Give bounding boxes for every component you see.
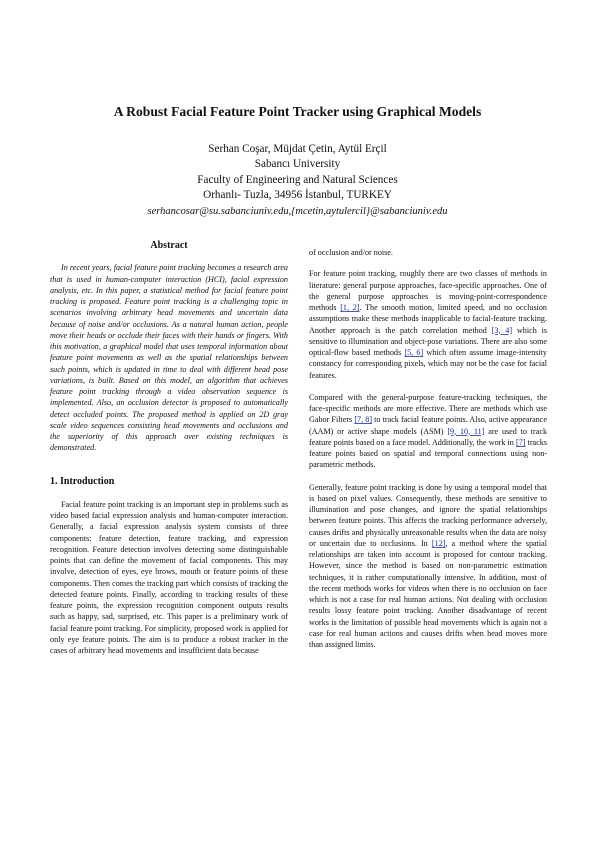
citation-link[interactable]: [9, 10, 11] xyxy=(447,426,485,436)
affiliation-faculty: Faculty of Engineering and Natural Scien… xyxy=(197,173,398,186)
text-run: . The smooth motion, limited speed, and … xyxy=(309,303,547,335)
citation-link[interactable]: [1, 2] xyxy=(340,303,360,312)
paragraph-general-methods: For feature point tracking, roughly ther… xyxy=(309,268,547,381)
author-emails: serhancosar@su.sabanciuniv.edu,{mcetin,a… xyxy=(147,205,448,217)
continued-text: of occlusion and/or noise. xyxy=(309,248,393,257)
paragraph-face-specific: Compared with the general-purpose featur… xyxy=(309,392,547,471)
citation-link[interactable]: [7, 8] xyxy=(354,415,373,425)
text-run: For feature point tracking, roughly ther… xyxy=(309,269,547,312)
text-run: which is sensitive to illumination and o… xyxy=(309,325,548,358)
text-run: , a method where the spatial relationshi… xyxy=(309,538,547,649)
intro-paragraph: Facial feature point tracking is an impo… xyxy=(50,499,288,655)
text-run: to track facial feature points. Also, ac… xyxy=(309,415,547,436)
intro-heading: 1. Introduction xyxy=(50,475,115,487)
author-block: Serhan Coşar, Müjdat Çetin, Aytül Erçil … xyxy=(40,142,555,219)
text-run: Generally, feature point tracking is don… xyxy=(309,482,547,548)
citation-link[interactable]: [5, 6] xyxy=(404,348,424,357)
author-names: Serhan Coşar, Müjdat Çetin, Aytül Erçil xyxy=(208,143,387,155)
paragraph-limitations: Generally, feature point tracking is don… xyxy=(309,482,547,651)
affiliation-address: Orhanlı- Tuzla, 34956 İstanbul, TURKEY xyxy=(203,189,392,202)
abstract-text: In recent years, facial feature point tr… xyxy=(50,263,288,453)
affiliation-university: Sabancı University xyxy=(254,158,341,171)
text-run: Compared with the general-purpose featur… xyxy=(309,392,547,425)
citation-link[interactable]: [12] xyxy=(431,538,446,548)
text-run: are used to track feature points based o… xyxy=(309,426,548,447)
abstract-heading: Abstract xyxy=(150,240,188,251)
citation-link[interactable]: [7] xyxy=(515,437,526,447)
citation-link[interactable]: [3, 4] xyxy=(491,325,513,335)
text-run: which often assume image-intensity const… xyxy=(309,348,547,380)
text-run: tracks feature points based on spatial a… xyxy=(309,437,547,470)
paper-title: A Robust Facial Feature Point Tracker us… xyxy=(113,104,482,119)
right-column: of occlusion and/or noise. For feature p… xyxy=(309,247,547,661)
left-column: Abstract In recent years, facial feature… xyxy=(50,240,288,656)
